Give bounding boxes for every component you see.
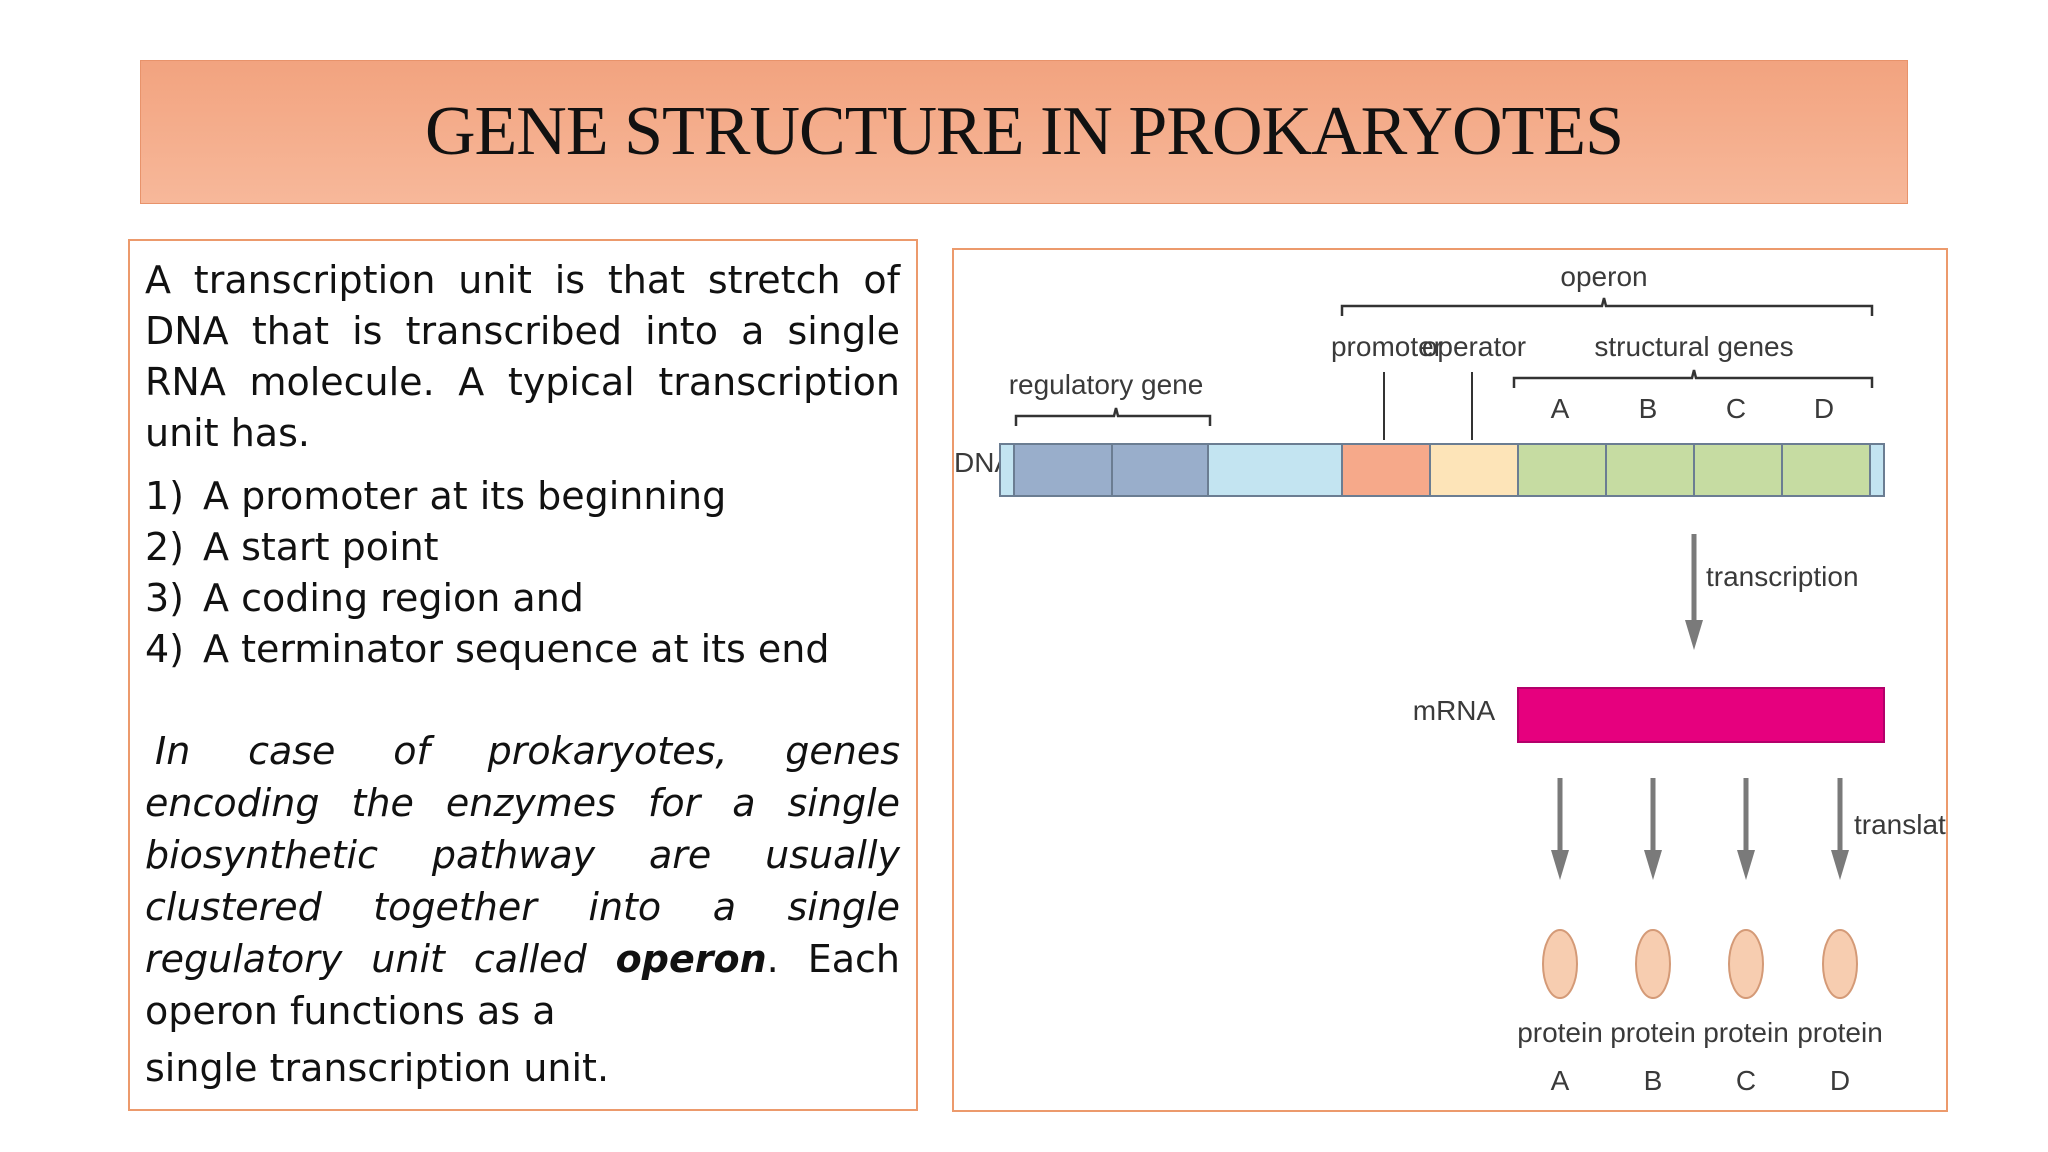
gene-b-segment xyxy=(1605,443,1695,497)
protein-c-word: protein xyxy=(1703,1017,1789,1048)
gene-letter-d: D xyxy=(1814,393,1834,424)
translation-arrowhead-d xyxy=(1831,850,1849,880)
translation-arrows xyxy=(1551,778,1849,880)
closing-line: single transcription unit. xyxy=(145,1046,610,1090)
promoter-label: promoter xyxy=(1331,331,1443,362)
protein-c-letter: C xyxy=(1736,1065,1756,1096)
gene-d-segment xyxy=(1781,443,1871,497)
protein-b-shape xyxy=(1635,929,1671,999)
list-text: A start point xyxy=(203,525,439,569)
title-banner: GENE STRUCTURE IN PROKARYOTES xyxy=(140,60,1908,204)
protein-d-shape xyxy=(1822,929,1858,999)
translation-arrowhead-b xyxy=(1644,850,1662,880)
transcription-label: transcription xyxy=(1706,561,1859,592)
regulatory-segment-1 xyxy=(1013,443,1113,497)
regulatory-gene-label: regulatory gene xyxy=(1009,369,1204,400)
list-item: 1) A promoter at its beginning xyxy=(145,471,900,522)
slide-title: GENE STRUCTURE IN PROKARYOTES xyxy=(424,93,1624,170)
after-operon-text: . Each operon functions as a xyxy=(145,937,900,1033)
operon-svg: operon promoter operator structural gene… xyxy=(954,261,1948,1096)
gene-letter-b: B xyxy=(1639,393,1658,424)
structural-genes-bracket xyxy=(1512,369,1874,388)
list-number: 1) xyxy=(145,474,185,518)
promoter-segment xyxy=(1341,443,1431,497)
proteins: protein A protein B protein C protein D xyxy=(1517,929,1883,1096)
list-number: 4) xyxy=(145,627,185,671)
transcription-arrowhead xyxy=(1685,620,1703,650)
gene-letter-c: C xyxy=(1726,393,1746,424)
list-item: 4) A terminator sequence at its end xyxy=(145,624,900,675)
intro-paragraph: A transcription unit is that stretch of … xyxy=(145,258,900,455)
list-item: 3) A coding region and xyxy=(145,573,900,624)
dna-end-right xyxy=(1869,443,1885,497)
spacer-segment xyxy=(1207,443,1343,497)
dna-end-left xyxy=(999,443,1015,497)
operon-term: operon xyxy=(615,937,767,981)
dna-strip xyxy=(999,443,1885,497)
operator-segment xyxy=(1429,443,1519,497)
protein-a-shape xyxy=(1542,929,1578,999)
structural-genes-label: structural genes xyxy=(1594,331,1793,362)
text-panel: A transcription unit is that stretch of … xyxy=(128,239,918,1111)
protein-d-letter: D xyxy=(1830,1065,1850,1096)
protein-c-shape xyxy=(1728,929,1764,999)
translation-arrowhead-c xyxy=(1737,850,1755,880)
operon-label: operon xyxy=(1560,261,1647,292)
component-list: 1) A promoter at its beginning 2) A start … xyxy=(145,471,900,675)
list-text: A promoter at its beginning xyxy=(203,474,727,518)
protein-a-letter: A xyxy=(1551,1065,1570,1096)
translation-label: translation xyxy=(1854,809,1948,840)
protein-a-word: protein xyxy=(1517,1017,1603,1048)
operon-diagram: operon promoter operator structural gene… xyxy=(952,248,1948,1112)
list-item: 2) A start point xyxy=(145,522,900,573)
translation-arrowhead-a xyxy=(1551,850,1569,880)
operator-label: operator xyxy=(1422,331,1526,362)
mrna-bar xyxy=(1517,687,1885,743)
mrna-label: mRNA xyxy=(1413,695,1496,726)
gene-a-segment xyxy=(1517,443,1607,497)
regulatory-segment-2 xyxy=(1111,443,1209,497)
regulatory-gene-bracket xyxy=(1014,407,1212,426)
list-number: 3) xyxy=(145,576,185,620)
gene-letter-a: A xyxy=(1551,393,1570,424)
italic-text: In case of prokaryotes, genes encoding t… xyxy=(145,729,900,981)
operon-paragraph: In case of prokaryotes, genes encoding t… xyxy=(145,725,900,1037)
list-text: A coding region and xyxy=(203,576,584,620)
protein-d-word: protein xyxy=(1797,1017,1883,1048)
protein-b-word: protein xyxy=(1610,1017,1696,1048)
gene-c-segment xyxy=(1693,443,1783,497)
operon-bracket xyxy=(1340,297,1874,316)
list-text: A terminator sequence at its end xyxy=(203,627,830,671)
list-number: 2) xyxy=(145,525,185,569)
protein-b-letter: B xyxy=(1644,1065,1663,1096)
